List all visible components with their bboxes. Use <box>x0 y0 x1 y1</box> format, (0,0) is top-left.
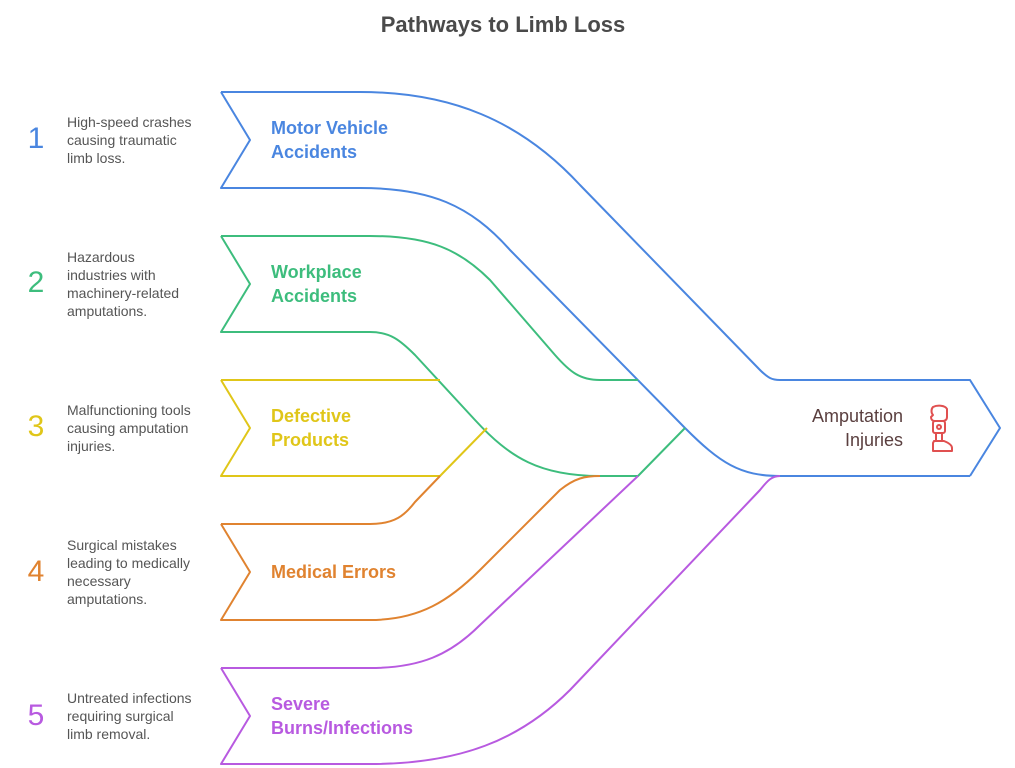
label-line: Products <box>271 430 350 450</box>
label-line: Workplace <box>271 262 362 282</box>
pathway-label-3: Defective Products <box>271 404 351 452</box>
pathway-label-4: Medical Errors <box>271 560 396 584</box>
label-line: Accidents <box>271 142 358 162</box>
pathway-label-1: Motor Vehicle Accidents <box>271 116 388 164</box>
pathway-number-1: 1 <box>27 122 45 155</box>
label-line: Defective <box>271 406 352 426</box>
description-line: Hazardous <box>67 249 135 265</box>
pathway-description-3: Malfunctioning tools causing amputation … <box>67 401 212 455</box>
pathway-description-2: Hazardous industries with machinery-rela… <box>67 248 212 320</box>
description-line: requiring surgical <box>67 708 174 724</box>
pathway-description-1: High-speed crashes causing traumatic lim… <box>67 113 212 167</box>
label-line: Injuries <box>844 430 903 450</box>
description-line: necessary <box>67 573 131 589</box>
page-title: Pathways to Limb Loss <box>380 12 626 37</box>
pathway-label-2: Workplace Accidents <box>271 260 362 308</box>
description-line: causing amputation <box>67 420 189 436</box>
description-line: limb loss. <box>67 150 126 166</box>
description-line: industries with <box>67 267 156 283</box>
label-line: Burns/Infections <box>271 718 414 738</box>
description-line: amputations. <box>67 591 148 607</box>
description-line: limb removal. <box>67 726 151 742</box>
description-line: High-speed crashes <box>67 114 192 130</box>
label-line: Accidents <box>271 286 358 306</box>
label-line: Motor Vehicle <box>271 118 389 138</box>
description-line: Surgical mistakes <box>67 537 177 553</box>
description-line: Malfunctioning tools <box>67 402 191 418</box>
description-line: injuries. <box>67 438 116 454</box>
target-label: Amputation Injuries <box>770 404 903 452</box>
pathway-description-4: Surgical mistakes leading to medically n… <box>67 536 212 608</box>
pathway-number-5: 5 <box>27 699 45 732</box>
band-burns-infections <box>220 475 781 765</box>
band-medical-errors <box>220 475 601 621</box>
pathway-number-3: 3 <box>27 410 45 443</box>
band-defective-products <box>220 379 488 477</box>
pathway-number-2: 2 <box>27 266 45 299</box>
band-workplace <box>220 235 686 477</box>
label-line: Severe <box>271 694 331 714</box>
description-line: leading to medically <box>67 555 190 571</box>
description-line: causing traumatic <box>67 132 177 148</box>
band-motor-vehicle <box>220 91 1001 477</box>
pathway-label-5: Severe Burns/Infections <box>271 692 413 740</box>
description-line: Untreated infections <box>67 690 192 706</box>
prosthetic-leg-icon <box>930 404 953 452</box>
description-line: amputations. <box>67 303 148 319</box>
label-line: Amputation <box>811 406 903 426</box>
pathway-number-4: 4 <box>27 555 45 588</box>
label-line: Medical Errors <box>271 562 397 582</box>
pathway-description-5: Untreated infections requiring surgical … <box>67 689 212 743</box>
description-line: machinery-related <box>67 285 180 301</box>
